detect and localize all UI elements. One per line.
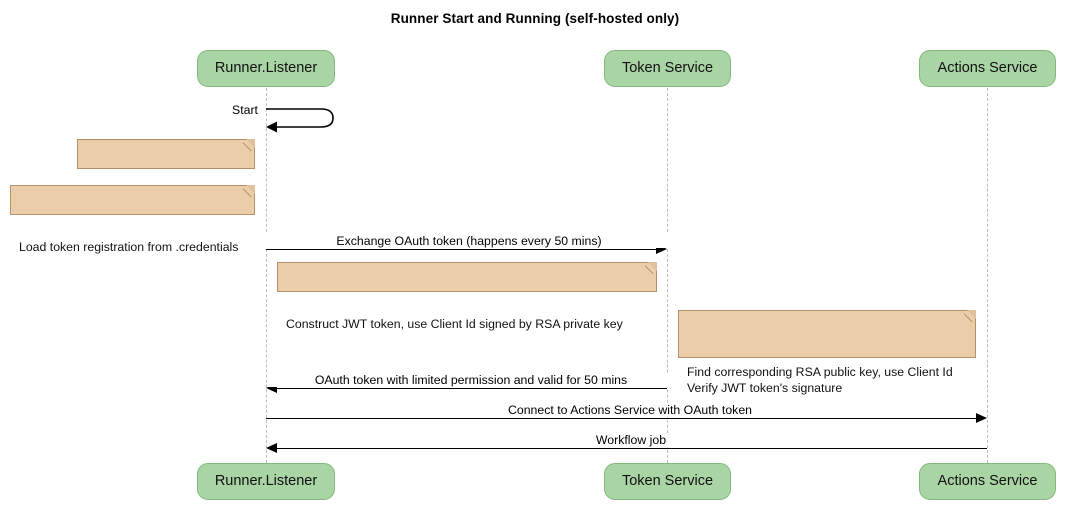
note-text: Find corresponding RSA public key, use C… [687,365,953,395]
note-verify-jwt: Find corresponding RSA public key, use C… [678,310,976,395]
participant-actions-top[interactable]: Actions Service [919,50,1056,87]
note-fold-edge-icon [243,139,255,151]
participant-runner-top[interactable]: Runner.Listener [197,50,335,87]
note-construct-jwt: Construct JWT token, use Client Id signe… [277,262,657,331]
message-label-workflow-job: Workflow job [428,433,834,447]
participant-label: Actions Service [937,60,1038,76]
message-line-exchange-oauth-token [266,249,656,250]
note-load-config: Load config info from .runner [77,139,255,208]
message-label-oauth-token-reply: OAuth token with limited permission and … [268,373,674,387]
message-line-oauth-token-reply [277,388,667,389]
participant-actions-bottom[interactable]: Actions Service [919,463,1056,500]
arrow-head-exchange-oauth-token [656,244,667,254]
lifeline-actions [987,88,988,463]
message-label-start: Start [229,103,261,117]
arrow-head-connect-actions-service [976,413,987,423]
participant-label: Token Service [621,473,714,489]
page-title: Runner Start and Running (self-hosted on… [390,11,680,26]
lifeline-runner [266,88,267,463]
participant-runner-bottom[interactable]: Runner.Listener [197,463,335,500]
participant-label: Runner.Listener [214,473,318,489]
note-text: Load token registration from .credential… [19,240,239,254]
message-line-workflow-job [277,448,987,449]
participant-label: Actions Service [937,473,1038,489]
note-text: Construct JWT token, use Client Id signe… [286,317,623,331]
participant-label: Token Service [621,60,714,76]
note-fold-edge-icon [645,262,657,274]
self-call-arrow-start [266,108,334,133]
message-label-connect-actions-service: Connect to Actions Service with OAuth to… [427,403,833,417]
note-fold-edge-icon [243,185,255,197]
note-load-token-registration: Load token registration from .credential… [10,185,255,254]
arrow-head-workflow-job [266,443,277,453]
message-line-connect-actions-service [266,418,976,419]
participant-token-top[interactable]: Token Service [604,50,731,87]
message-label-exchange-oauth-token: Exchange OAuth token (happens every 50 m… [266,234,672,248]
lifeline-token [667,88,668,463]
participant-label: Runner.Listener [214,60,318,76]
arrow-head-oauth-token-reply [266,383,277,393]
note-fold-edge-icon [964,310,976,322]
participant-token-bottom[interactable]: Token Service [604,463,731,500]
